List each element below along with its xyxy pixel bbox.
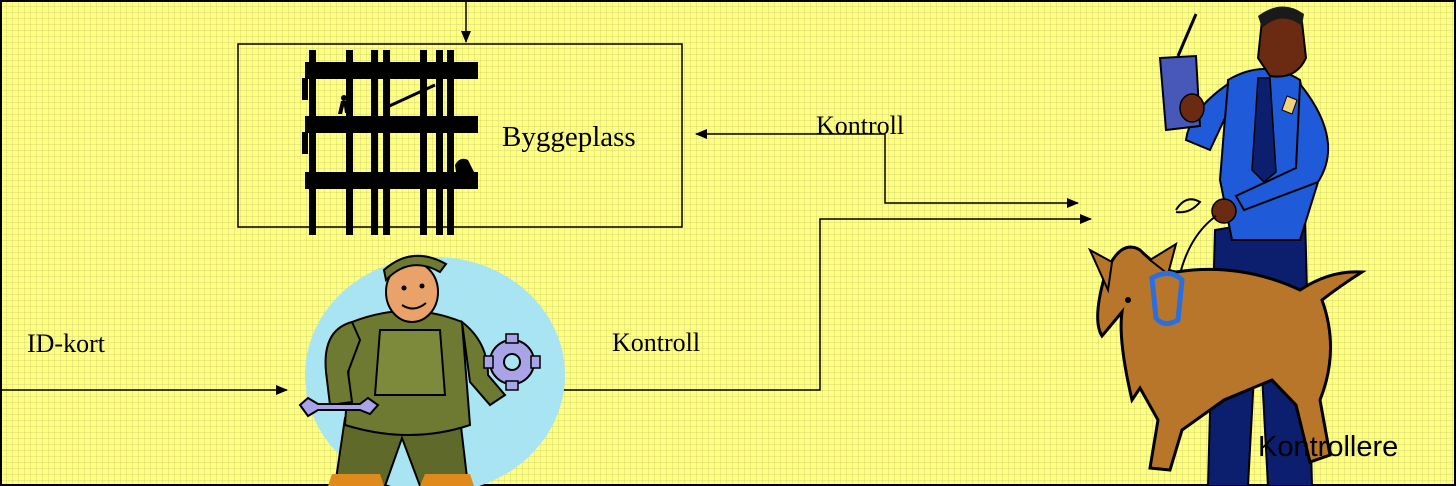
- construction-site-label: Byggeplass: [502, 121, 636, 153]
- worker-icon: [298, 254, 565, 486]
- dog-icon: [1087, 241, 1367, 472]
- scaffold-icon: [302, 50, 478, 235]
- control-label-worker: Kontroll: [612, 328, 701, 357]
- control-arrow-worker-path: [551, 214, 1092, 395]
- control-label-site: Kontroll: [816, 111, 905, 140]
- control-arrow-site-path: [695, 129, 1079, 208]
- construction-site-box: [237, 43, 683, 228]
- id-card-label: ID-kort: [27, 329, 105, 358]
- controllers-label: Kontrollere: [1258, 431, 1399, 463]
